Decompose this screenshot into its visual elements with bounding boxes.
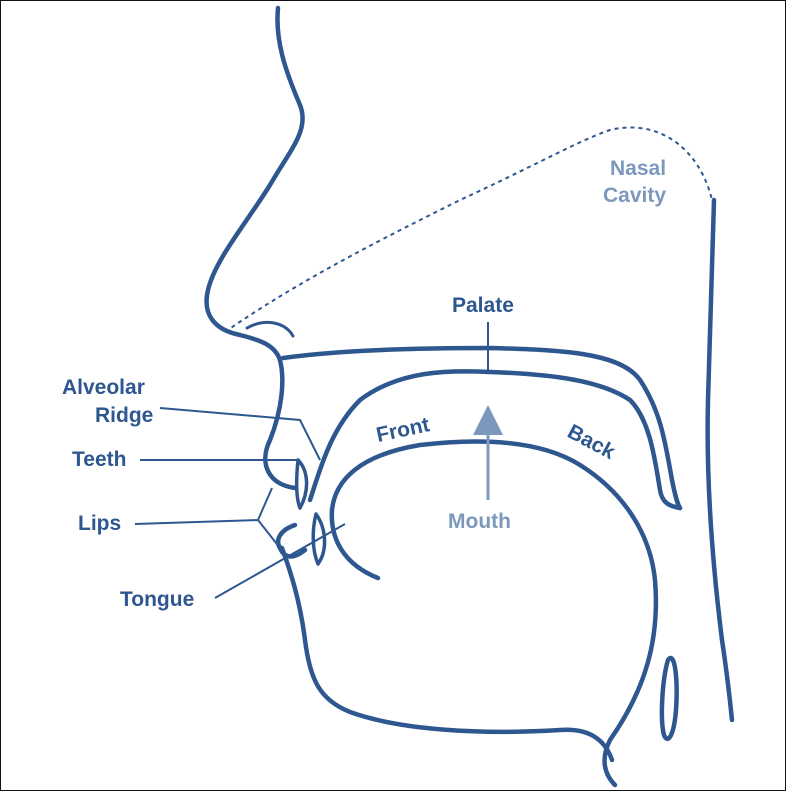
teeth-label: Teeth (72, 448, 126, 471)
pharynx-wall (708, 200, 732, 720)
alveolar-leader (160, 408, 320, 460)
alveolar-label-line2: Ridge (95, 404, 153, 427)
face-profile-upper (207, 8, 303, 360)
epiglottis (662, 658, 677, 739)
nasal-cavity-label-line1: Nasal (610, 157, 666, 180)
nostril (247, 322, 293, 336)
tongue-label: Tongue (120, 588, 194, 611)
front-label: Front (374, 413, 431, 447)
lips-label: Lips (78, 512, 121, 535)
nasal-cavity-label-line2: Cavity (603, 184, 666, 207)
alveolar-label-line1: Alveolar (62, 376, 145, 399)
palate-label: Palate (452, 294, 514, 317)
lips-leader (135, 488, 280, 548)
mouth-label: Mouth (448, 510, 511, 533)
chin-profile (282, 548, 612, 760)
upper-teeth (297, 460, 307, 508)
upper-lip (265, 360, 295, 488)
back-label: Back (564, 420, 619, 464)
